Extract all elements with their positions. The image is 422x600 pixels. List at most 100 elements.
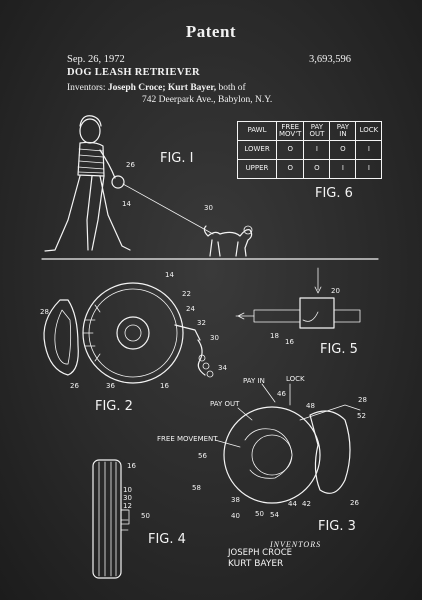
patent-number: 3,693,596 [309, 54, 351, 65]
fig5-ref: 16 [285, 338, 294, 346]
fig3-ref: 28 [358, 396, 367, 404]
signature-heading: INVENTORS [270, 540, 322, 549]
fig2-ref: 34 [218, 364, 227, 372]
fig4-ref: 12 [123, 502, 132, 510]
fig4-button [120, 509, 130, 525]
fig6-cell: O [275, 140, 305, 160]
fig1-reel [111, 175, 125, 189]
fig1-ref: 26 [126, 161, 135, 169]
fig1-label: FIG. I [160, 151, 193, 166]
man-stripes [77, 148, 105, 174]
fig4-label: FIG. 4 [148, 532, 186, 547]
fig3-text: LOCK [286, 375, 305, 383]
fig2-handle-outer [43, 299, 79, 376]
fig2-chain [206, 370, 214, 378]
fig6-cell: O [275, 159, 305, 179]
fig2-ref: 32 [197, 319, 206, 327]
fig3-text: FREE MOVEMENT [157, 435, 218, 443]
fig3-ref: 26 [350, 499, 359, 507]
fig1-ref: 14 [122, 200, 131, 208]
fig5-ref: 20 [331, 287, 340, 295]
fig4-body [92, 459, 122, 579]
fig6-row-lower: LOWER O I O I [237, 140, 383, 160]
fig6-label: FIG. 6 [315, 186, 353, 201]
man-head [79, 118, 101, 144]
fig5-curve [302, 311, 319, 322]
fig3-ref: 40 [231, 512, 240, 520]
fig2-ref: 28 [40, 308, 49, 316]
fig4-ref: 50 [141, 512, 150, 520]
dog-outline [203, 225, 253, 257]
inventors-block: Inventors: Joseph Croce; Kurt Bayer, bot… [67, 82, 387, 106]
fig3-pawl [244, 428, 293, 479]
fig3-ref: 56 [198, 452, 207, 460]
fig6-cell: I [355, 159, 383, 179]
patent-heading: Patent [185, 22, 237, 41]
fig3-text: PAY OUT [210, 400, 240, 408]
fig3-ref: 46 [277, 390, 286, 398]
fig2-housing-inner [88, 288, 178, 378]
patent-title: DOG LEASH RETRIEVER [67, 67, 200, 78]
fig6-cell: I [329, 159, 357, 179]
fig2-hub [116, 316, 150, 350]
fig6-header-row: PAWL FREE MOV'T PAY OUT PAY IN LOCK [237, 121, 383, 141]
fig2-ref: 14 [165, 271, 174, 279]
fig2-ref: 24 [186, 305, 195, 313]
fig5-drawing: 20 18 16 FIG. 5 [235, 267, 361, 357]
fig2-hub-center [124, 324, 142, 342]
fig2-rivets [82, 304, 101, 362]
fig5-left-arrow [235, 312, 255, 320]
leash-line [122, 183, 214, 235]
fig3-ref: 48 [306, 402, 315, 410]
fig4-ref: 16 [127, 462, 136, 470]
inventors-label: Inventors: [67, 83, 106, 93]
fig3-leaders [214, 383, 291, 448]
signature-name-2: KURT BAYER [228, 559, 284, 569]
fig2-ref: 16 [160, 382, 169, 390]
fig2-chain [202, 362, 210, 370]
signature-name-1: JOSEPH CROCE [228, 548, 293, 558]
fig6-header-cell: FREE MOV'T [275, 121, 305, 141]
fig5-ref: 18 [270, 332, 279, 340]
inventors-names: Joseph Croce; Kurt Bayer, [107, 83, 217, 93]
fig2-housing [82, 282, 184, 384]
fig5-left-rod [253, 309, 301, 323]
inventors-address: 742 Deerpark Ave., Babylon, N.Y. [142, 95, 273, 105]
fig4-drawing: 16 10 30 12 50 FIG. 4 [92, 459, 186, 579]
man-arm [99, 149, 116, 179]
fig4-ref: 10 [123, 486, 132, 494]
fig3-ref: 44 [288, 500, 297, 508]
fig3-ref: 42 [302, 500, 311, 508]
fig2-ref: 22 [182, 290, 191, 298]
fig3-drawing: PAY IN LOCK PAY OUT FREE MOVEMENT 46 48 … [157, 375, 367, 534]
man-torso [77, 141, 105, 177]
fig2-ref: 26 [70, 382, 79, 390]
inventors-both: both of [218, 83, 246, 93]
fig3-ref: 50 [255, 510, 264, 518]
fig2-label: FIG. 2 [95, 399, 133, 414]
fig3-clip [299, 404, 361, 421]
fig3-ref: 52 [357, 412, 366, 420]
fig6-table: PAWL FREE MOV'T PAY OUT PAY IN LOCK LOWE… [237, 121, 383, 179]
fig4-ref: 30 [123, 494, 132, 502]
patent-date: Sep. 26, 1972 [67, 54, 125, 65]
fig1-ref: 30 [204, 204, 213, 212]
fig3-label: FIG. 3 [318, 519, 356, 534]
fig2-ref: 30 [210, 334, 219, 342]
fig4-slots [120, 509, 129, 531]
fig3-ref: 54 [270, 511, 279, 519]
fig5-arrow-head [314, 286, 322, 294]
fig6-row-upper: UPPER O O I I [237, 159, 383, 179]
fig3-ref: 38 [231, 496, 240, 504]
fig3-handle [309, 410, 351, 494]
man-legs [44, 175, 131, 252]
fig2-drawing: 28 14 22 24 32 30 34 26 36 16 FIG. 2 [40, 271, 227, 414]
fig3-ref: 58 [192, 484, 201, 492]
fig2-ref: 36 [106, 382, 115, 390]
fig3-text: PAY IN [243, 377, 265, 385]
fig5-right-rod [333, 309, 361, 323]
fig5-label: FIG. 5 [320, 342, 358, 357]
man-hair [79, 115, 102, 127]
fig4-spool [98, 461, 117, 577]
